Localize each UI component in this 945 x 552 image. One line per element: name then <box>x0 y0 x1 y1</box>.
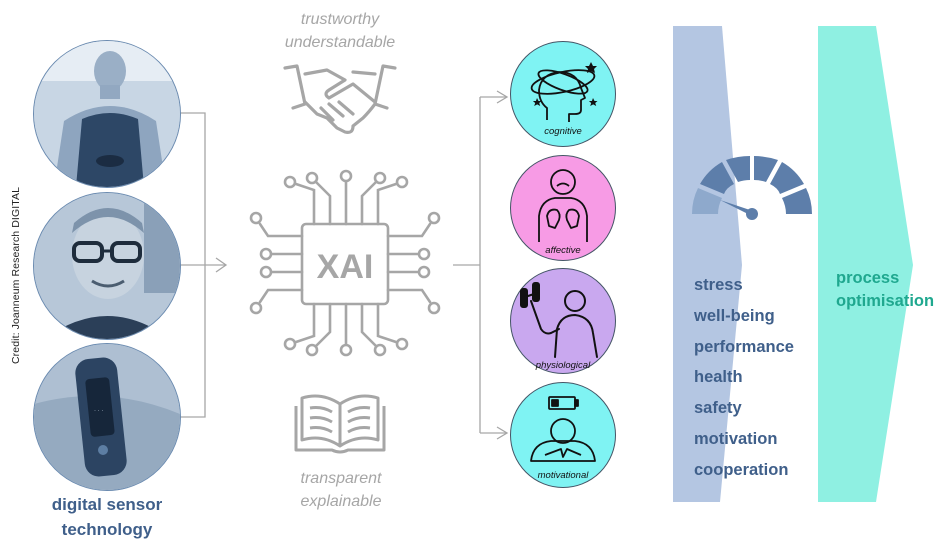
state-cognitive: cognitive <box>510 41 616 147</box>
outcomes-band-arrow <box>673 26 742 502</box>
xai-qualities-top: trustworthy understandable <box>250 8 430 54</box>
arrow-to-xai <box>215 257 228 273</box>
photo-wrist-fitness-band: · · · <box>33 343 181 491</box>
outcomes-list: stress well-being performance health saf… <box>694 270 794 486</box>
xai-qualities-bottom: transparent explainable <box>251 467 431 513</box>
process-line1: process <box>836 269 900 287</box>
sensor-label-line1: digital sensor <box>51 495 163 514</box>
xai-top-line1: trustworthy <box>300 11 380 28</box>
state-affective: affective <box>510 155 616 261</box>
handshake-icon <box>283 64 397 134</box>
state-motivational: motivational <box>510 382 616 488</box>
state-label-physiological: physiological <box>535 360 591 371</box>
process-band-arrow <box>818 26 913 502</box>
outcome-item: cooperation <box>694 460 789 479</box>
xai-chip-icon: XAI <box>249 169 441 357</box>
state-physiological: physiological <box>510 268 616 374</box>
low-battery-icon <box>530 396 596 462</box>
dumbbell-lift-icon <box>520 282 598 358</box>
gauge-icon <box>692 156 812 220</box>
state-label-motivational: motivational <box>537 470 589 481</box>
sensor-technology-label: digital sensor technology <box>26 492 188 542</box>
xai-top-line2: understandable <box>284 34 396 51</box>
xai-bottom-line1: transparent <box>300 470 382 487</box>
head-orbit-icon <box>530 62 598 122</box>
arrowhead-cognitive <box>496 90 509 104</box>
man-glasses-illustration <box>34 193 180 339</box>
state-label-affective: affective <box>545 245 581 256</box>
connector-photo-top <box>180 112 206 265</box>
outcome-item: health <box>694 368 743 387</box>
sensor-label-line2: technology <box>61 520 153 539</box>
wristband-illustration: · · · <box>34 344 180 490</box>
outcome-item: performance <box>694 337 794 356</box>
open-book-icon <box>294 394 386 454</box>
connector-photo-bottom <box>180 265 206 418</box>
photo-person-wearing-sensor-vest <box>33 40 181 188</box>
outcome-item: motivation <box>694 429 778 448</box>
photo-man-with-glasses <box>33 192 181 340</box>
state-label-cognitive: cognitive <box>544 126 582 137</box>
process-line2: optimisation <box>836 292 935 310</box>
outcome-item: well-being <box>694 306 775 325</box>
outcome-item: stress <box>694 276 743 294</box>
sad-face-icon <box>538 169 588 242</box>
person-vest-illustration <box>34 41 180 187</box>
xai-chip-label: XAI <box>317 248 374 286</box>
process-optimisation-label: process optimisation <box>836 267 934 313</box>
credit-text: Credit: Joanneum Research DIGITAL <box>10 186 22 364</box>
band-screen-text: · · · <box>94 408 103 414</box>
xai-bottom-line2: explainable <box>300 493 382 510</box>
arrowhead-motivational <box>496 426 509 440</box>
outcome-item: safety <box>694 399 742 418</box>
